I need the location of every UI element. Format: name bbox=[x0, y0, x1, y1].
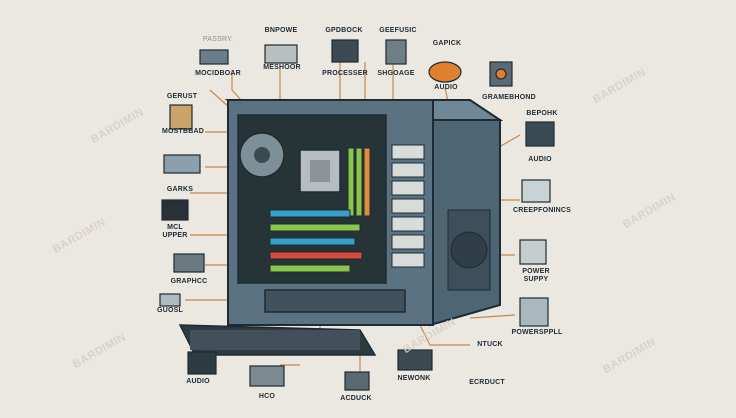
memory-icon bbox=[264, 44, 298, 64]
label-audio-bottom: AUDIO bbox=[186, 378, 210, 385]
label-gapick: GAPICK bbox=[432, 40, 462, 47]
label-meshoor: MESHOOR bbox=[263, 64, 301, 71]
label-powerspppll: POWERSPPLL bbox=[511, 329, 563, 336]
audio-panel-icon bbox=[525, 121, 555, 147]
motherboard-icon bbox=[199, 49, 229, 65]
label-graphcc: GRAPHCC bbox=[170, 278, 208, 285]
speaker-icon bbox=[428, 61, 462, 83]
power-unit-icon bbox=[519, 297, 549, 327]
label-processer: PROCESSER bbox=[322, 70, 368, 77]
label-creepfonincs: CREEPFONINCS bbox=[512, 207, 572, 214]
label-mostbbad: MOSTBBAD bbox=[161, 128, 205, 135]
graphics-adapter-icon bbox=[173, 253, 205, 273]
monitor-icon bbox=[161, 199, 189, 221]
label-mcl-upper: MCL UPPER bbox=[162, 224, 188, 239]
label-top-small: PASSRY. bbox=[202, 36, 234, 43]
label-audio-right: AUDIO bbox=[528, 156, 552, 163]
label-acduck: ACDUCK bbox=[340, 395, 372, 402]
ram-module-icon bbox=[169, 104, 193, 130]
label-ntuck: NTUCK bbox=[477, 341, 503, 348]
label-shgoage: SHGOAGE bbox=[377, 70, 415, 77]
label-power-suppy: POWER SUPPY bbox=[522, 268, 550, 283]
label-hco: HCO bbox=[258, 393, 276, 400]
label-bepohk: BEPOHK bbox=[526, 110, 558, 117]
ram-stick bbox=[347, 147, 355, 217]
label-guosl: GUOSL bbox=[157, 307, 183, 314]
power-supply-icon bbox=[519, 239, 547, 265]
label-gerust: GERUST bbox=[166, 93, 198, 100]
network-icon bbox=[397, 349, 433, 371]
hub-icon bbox=[249, 365, 285, 387]
cpu-icon bbox=[331, 39, 359, 63]
label-bnpowe: BNPOWE bbox=[264, 27, 298, 34]
pc-case bbox=[224, 99, 504, 327]
cable-icon bbox=[159, 293, 181, 307]
graphics-card-icon bbox=[163, 154, 201, 174]
pcie-slot bbox=[269, 209, 351, 218]
peripheral-device-icon bbox=[521, 179, 551, 203]
phone-icon bbox=[187, 351, 217, 375]
label-motherboard: MOCIDBOAR bbox=[195, 70, 241, 77]
storage-icon bbox=[385, 39, 407, 65]
drive-bays bbox=[391, 144, 425, 268]
label-gariks: GARKS bbox=[166, 186, 194, 193]
label-geefusic: GEEFUSIC bbox=[379, 27, 417, 34]
label-gpdbock: GPDBOCK bbox=[325, 27, 363, 34]
label-newonk: NEWONK bbox=[397, 375, 431, 382]
peripheral-icons bbox=[159, 39, 555, 391]
keyboard bbox=[178, 324, 377, 356]
dock-icon bbox=[344, 371, 370, 391]
label-audio-top: AUDIO bbox=[434, 84, 458, 91]
label-gramebhond: GRAMEBHOND bbox=[482, 94, 536, 101]
label-ecrduct: ECRDUCT bbox=[469, 379, 505, 386]
